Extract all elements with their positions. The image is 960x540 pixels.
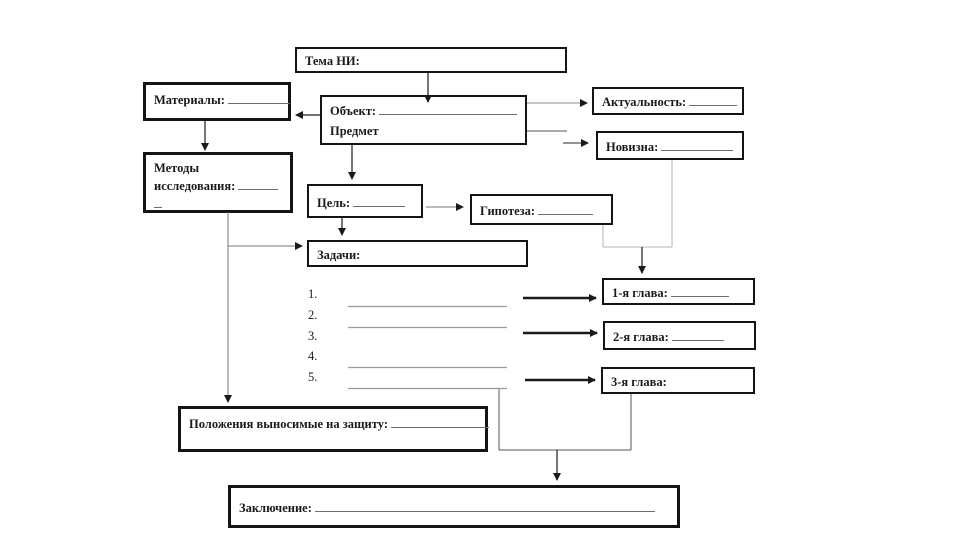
blank-line [227, 93, 290, 104]
box-materialy: Материалы: [143, 82, 291, 121]
blank-line [689, 95, 738, 106]
box-zaklyuchenie-label: Заключение: [239, 501, 312, 515]
box-materialy-label: Материалы: [154, 93, 225, 107]
box-glava1-label: 1-я глава: [612, 286, 668, 300]
box-polozheniya: Положения выносимые на защиту: [178, 406, 489, 452]
box-obyekt-label: Объект: [330, 104, 377, 118]
box-novizna-label: Новизна: [606, 140, 659, 154]
task-list-number-1: 1. [308, 287, 318, 301]
box-tema-ni: Тема НИ: [295, 47, 567, 73]
blank-line [154, 197, 162, 209]
box-zaklyuchenie: Заключение: [228, 485, 680, 528]
task-list-number-4: 4. [308, 349, 318, 364]
task-list: 1. 2. 3. 4. 5. [308, 287, 317, 391]
task-list-number-3: 3. [308, 328, 318, 343]
blank-line [671, 330, 724, 341]
box-predmet-label: Предмет [330, 124, 379, 138]
box-metody-label-line1: Методы [154, 161, 200, 175]
box-aktualnost-label: Актуальность: [602, 95, 687, 109]
box-polozheniya-label: Положения выносимые на защиту: [189, 417, 388, 431]
blank-line [670, 286, 729, 297]
blank-line [353, 196, 406, 207]
box-glava-1: 1-я глава: [602, 278, 755, 305]
box-tsel: Цель: [307, 184, 423, 218]
blank-line [661, 140, 734, 151]
blank-line [391, 417, 489, 428]
box-glava-3: 3-я глава: [601, 367, 755, 394]
box-glava3-label: 3-я глава: [611, 375, 667, 389]
blank-line [314, 501, 655, 512]
box-zadachi-label: Задачи: [317, 248, 361, 262]
box-glava-2: 2-я глава: [603, 321, 756, 350]
box-glava2-label: 2-я глава: [613, 330, 669, 344]
blank-line [238, 179, 279, 191]
blank-line [379, 104, 517, 115]
box-tema-label: Тема НИ: [305, 54, 360, 68]
blank-line [538, 204, 594, 215]
box-metody-issledovaniya: Методы исследования: [143, 152, 293, 213]
task-list-number-5: 5. [308, 370, 318, 385]
box-zadachi: Задачи: [307, 240, 528, 267]
box-gipoteza: Гипотеза: [470, 194, 613, 225]
box-metody-label-line2: исследования: [154, 179, 236, 194]
box-aktualnost: Актуальность: [592, 87, 744, 115]
box-obyekt-predmet: Объект: Предмет [320, 95, 527, 145]
box-novizna: Новизна: [596, 131, 744, 160]
task-list-number-2: 2. [308, 307, 318, 322]
box-tsel-label: Цель: [317, 196, 351, 210]
box-gipoteza-label: Гипотеза: [480, 204, 536, 218]
